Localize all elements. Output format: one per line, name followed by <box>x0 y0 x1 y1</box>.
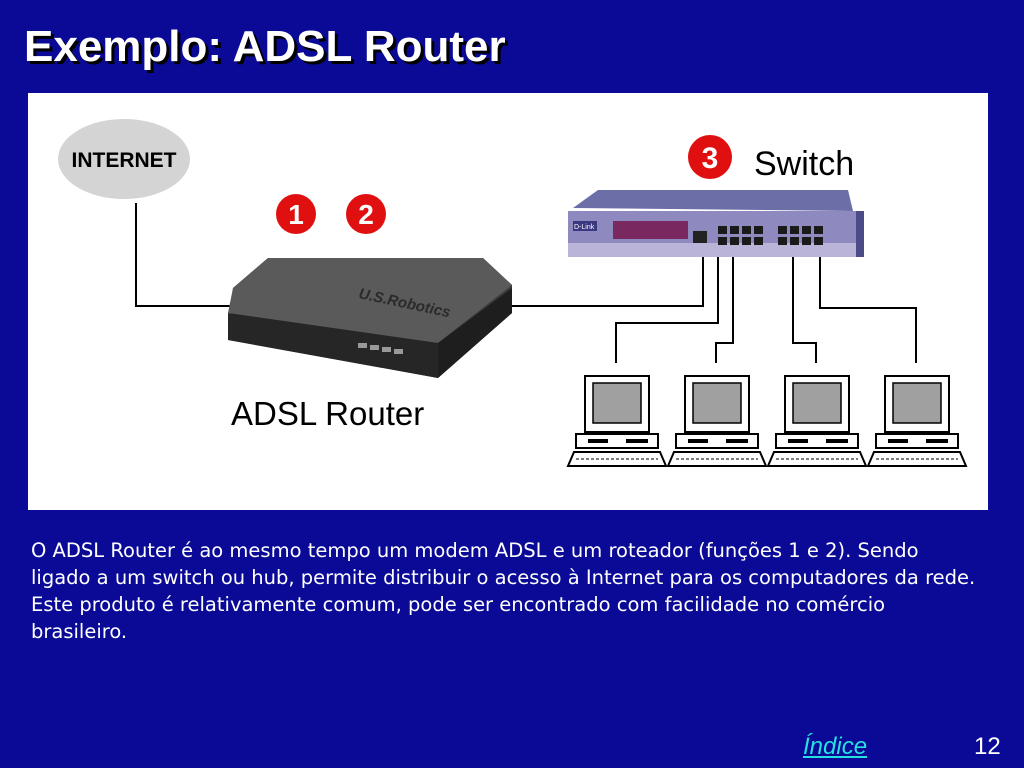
adsl-router-device: U.S.Robotics <box>228 258 512 378</box>
page-number: 12 <box>974 733 1001 760</box>
index-link[interactable]: Índice <box>803 733 868 760</box>
router-label: ADSL Router <box>231 395 424 432</box>
switch-device: D-Link <box>568 190 864 257</box>
network-cables <box>135 203 917 363</box>
computer-icon <box>767 375 867 467</box>
marker-2-icon: 2 <box>346 194 386 234</box>
svg-text:3: 3 <box>702 142 719 175</box>
computer-icon <box>867 375 967 467</box>
svg-text:1: 1 <box>288 199 304 230</box>
computer-icon <box>566 375 668 467</box>
internet-label: INTERNET <box>72 149 177 172</box>
slide-title: Exemplo: ADSL Router <box>24 22 506 71</box>
computer-icon <box>667 375 767 467</box>
slide-body-text: O ADSL Router é ao mesmo tempo um modem … <box>31 539 976 643</box>
network-diagram: INTERNET 1 2 U.S.Robotics ADSL Router <box>28 93 988 510</box>
marker-1-icon: 1 <box>276 194 316 234</box>
marker-3-icon: 3 <box>688 135 732 179</box>
internet-cloud: INTERNET <box>58 119 190 199</box>
svg-text:2: 2 <box>358 199 374 230</box>
switch-label: Switch <box>754 145 854 183</box>
switch-brand: D-Link <box>574 224 595 231</box>
